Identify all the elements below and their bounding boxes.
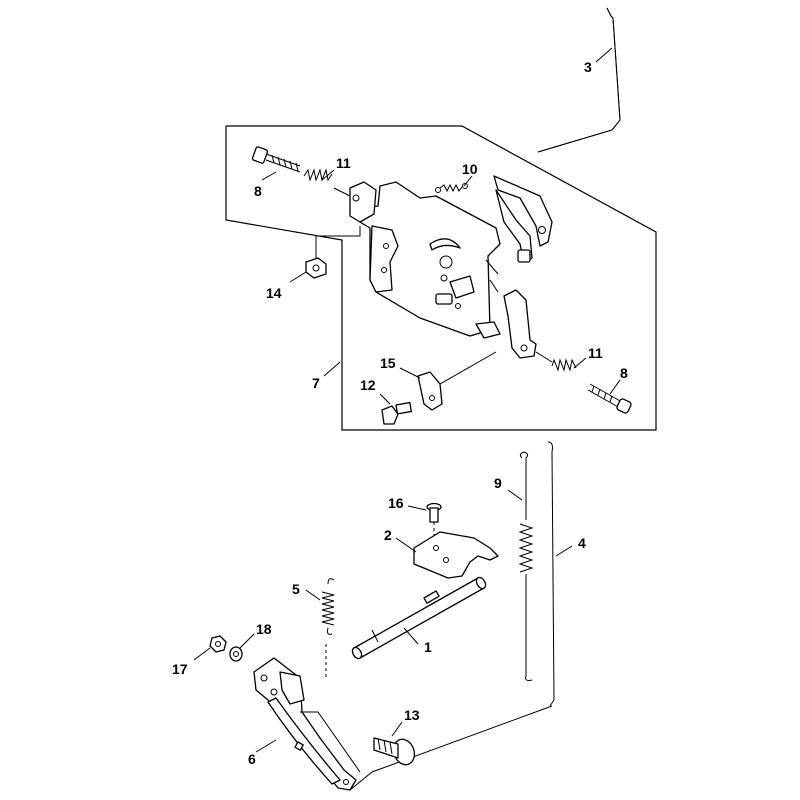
part-5-spring — [305, 578, 335, 680]
part-10-spring — [435, 175, 473, 193]
part-7-leader — [323, 361, 341, 377]
callout-12: 12 — [360, 377, 376, 393]
callout-labels: 1 2 3 4 5 6 7 8 8 9 10 11 11 12 13 14 15… — [172, 59, 628, 767]
callout-3: 3 — [584, 59, 592, 75]
part-1-shaft — [351, 576, 487, 660]
callout-17: 17 — [172, 661, 188, 677]
control-bracket-plate — [349, 175, 553, 359]
part-8-bolt-lower — [587, 379, 632, 414]
part-14-nut — [289, 226, 361, 283]
part-17-nut — [193, 635, 227, 661]
part-16-screw — [407, 502, 442, 540]
part-3-control-rod — [537, 7, 621, 153]
part-18-washer — [229, 633, 255, 662]
callout-11-upper: 11 — [336, 155, 351, 171]
callout-14: 14 — [266, 285, 282, 301]
part-15-clip — [399, 351, 497, 411]
assembly-frame — [225, 125, 657, 431]
callout-6: 6 — [248, 751, 256, 767]
part-8-bolt-upper — [251, 146, 301, 181]
callout-2: 2 — [384, 527, 392, 543]
part-9-spring-rod — [507, 451, 534, 681]
callout-8-lower: 8 — [620, 365, 628, 381]
callout-5: 5 — [292, 581, 300, 597]
callout-9: 9 — [494, 475, 502, 491]
callout-13: 13 — [404, 707, 420, 723]
callout-18: 18 — [256, 621, 272, 637]
part-11-spring-lower — [535, 351, 587, 372]
part-12-bolt — [379, 393, 413, 425]
callout-10: 10 — [462, 161, 478, 177]
callout-16: 16 — [388, 495, 404, 511]
callout-15: 15 — [380, 355, 396, 371]
part-4-long-rod — [547, 441, 573, 707]
callout-7: 7 — [312, 375, 320, 391]
callout-4: 4 — [578, 535, 586, 551]
callout-1: 1 — [424, 639, 432, 655]
part-13-pin — [373, 721, 416, 766]
part-11-spring-upper — [303, 168, 351, 197]
callout-8-upper: 8 — [254, 183, 262, 199]
part-6-lever — [253, 657, 553, 791]
callout-11-lower: 11 — [588, 345, 603, 361]
part-2-bracket — [395, 531, 499, 579]
